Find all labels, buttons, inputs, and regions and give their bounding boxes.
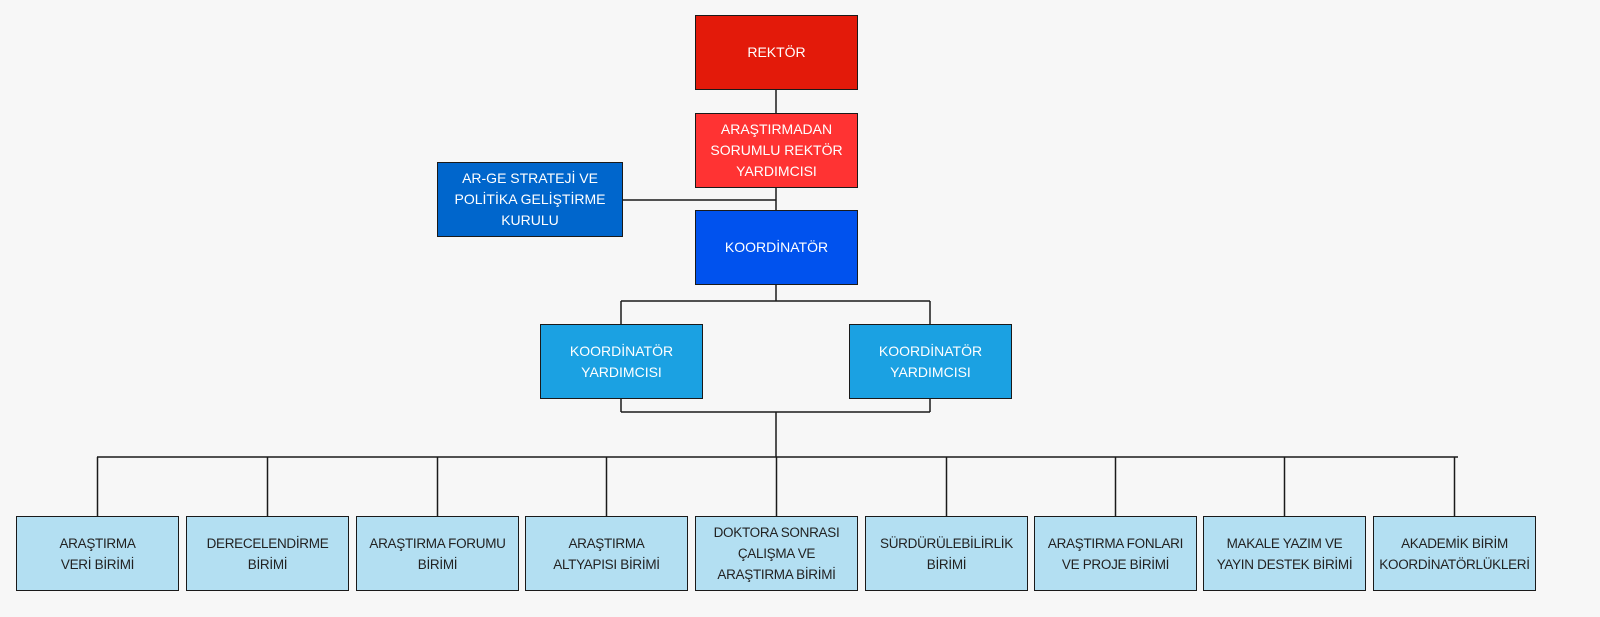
assistant-coordinator-box: KOORDİNATÖR YARDIMCISI xyxy=(540,324,703,399)
vice-rector-box: ARAŞTIRMADAN SORUMLU REKTÖR YARDIMCISI xyxy=(695,113,858,188)
unit-box: ARAŞTIRMA ALTYAPISI BİRİMİ xyxy=(525,516,688,591)
rector-box: REKTÖR xyxy=(695,15,858,90)
unit-box: DERECELENDİRME BİRİMİ xyxy=(186,516,349,591)
unit-box: SÜRDÜRÜLEBİLİRLİK BİRİMİ xyxy=(865,516,1028,591)
unit-box: AKADEMİK BİRİM KOORDİNATÖRLÜKLERİ xyxy=(1373,516,1536,591)
board-box: AR-GE STRATEJİ VE POLİTİKA GELİŞTİRME KU… xyxy=(437,162,623,237)
unit-box: DOKTORA SONRASI ÇALIŞMA VE ARAŞTIRMA BİR… xyxy=(695,516,858,591)
unit-box: ARAŞTIRMA VERİ BİRİMİ xyxy=(16,516,179,591)
unit-box: ARAŞTIRMA FONLARI VE PROJE BİRİMİ xyxy=(1034,516,1197,591)
unit-box: ARAŞTIRMA FORUMU BİRİMİ xyxy=(356,516,519,591)
assistant-coordinator-box: KOORDİNATÖR YARDIMCISI xyxy=(849,324,1012,399)
coordinator-box: KOORDİNATÖR xyxy=(695,210,858,285)
unit-box: MAKALE YAZIM VE YAYIN DESTEK BİRİMİ xyxy=(1203,516,1366,591)
